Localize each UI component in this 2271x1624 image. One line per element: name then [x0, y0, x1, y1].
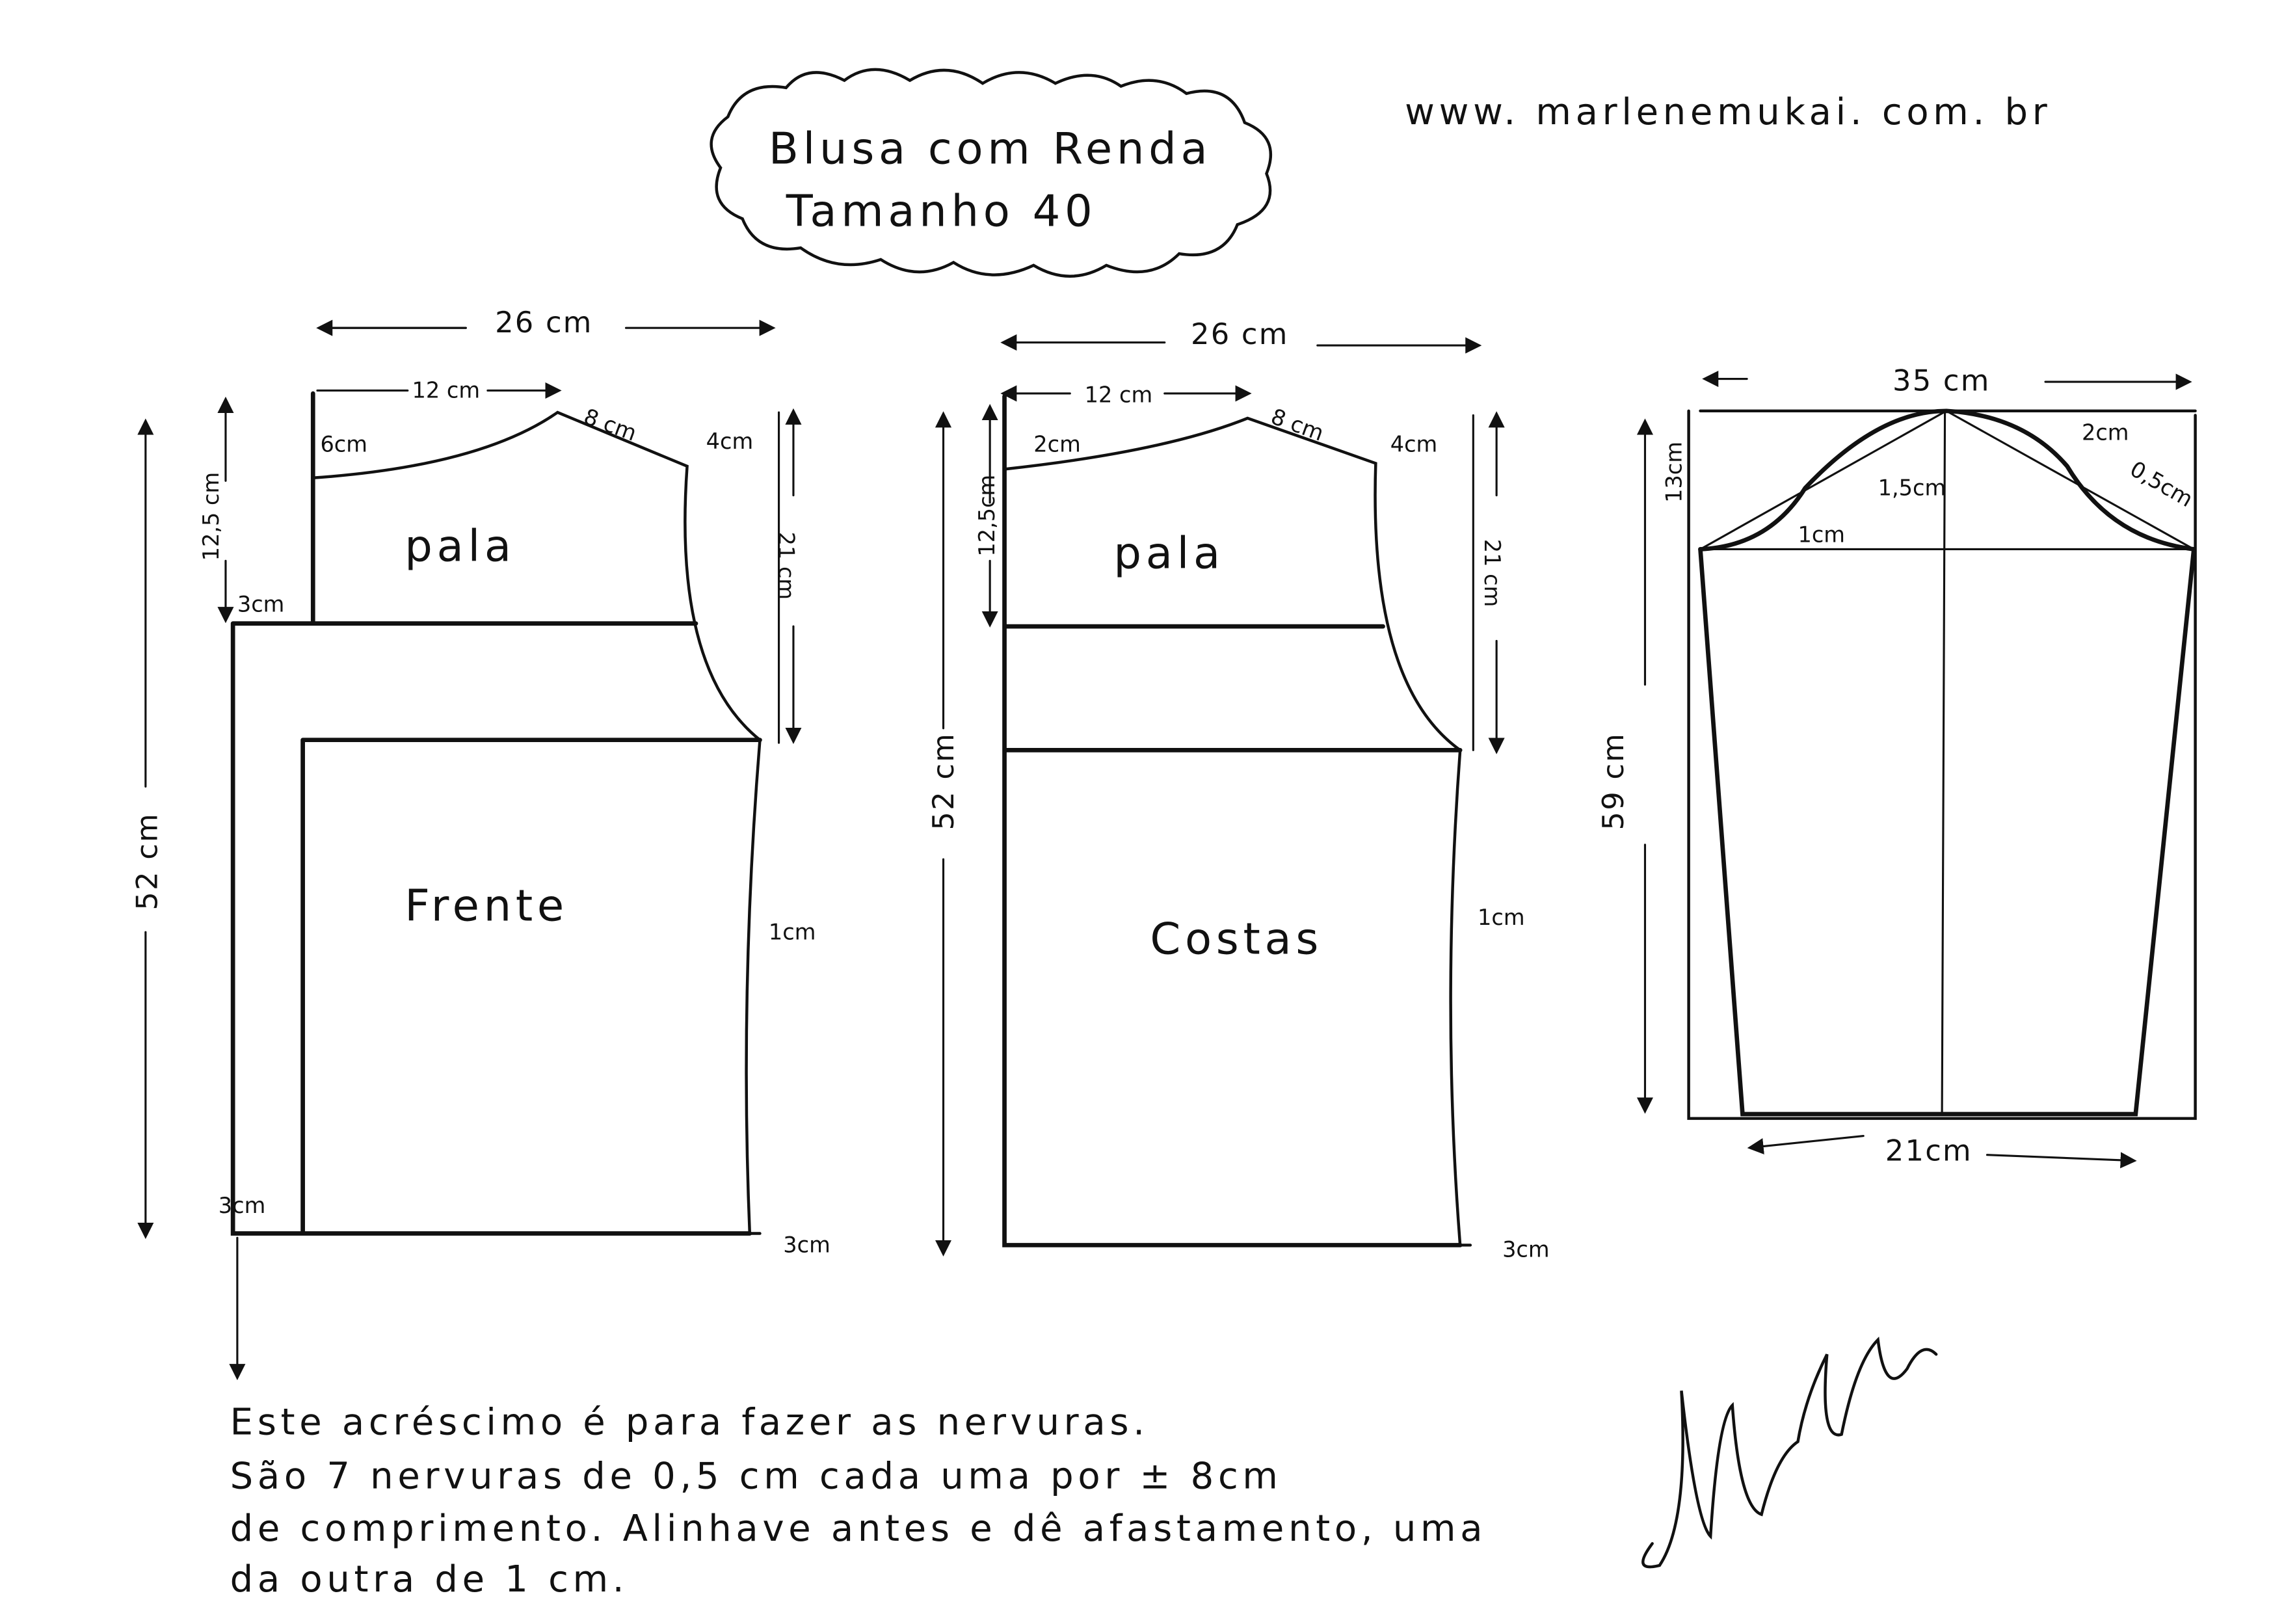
sleeve-offset-b: 1cm	[1798, 522, 1846, 547]
front-neck-width: 12 cm	[412, 378, 480, 403]
front-pattern: 26 cm 12 cm 8 cm 6cm 4cm 21 cm 12,5 cm 5…	[130, 305, 830, 1381]
front-length: 52 cm	[130, 812, 165, 911]
back-side-in: 1cm	[1478, 905, 1525, 930]
sleeve-offset-a: 1,5cm	[1878, 475, 1946, 501]
sleeve-offset-d: 0,5cm	[2126, 456, 2198, 512]
front-shoulder: 8 cm	[581, 404, 640, 446]
front-extra-top: 3cm	[237, 592, 285, 617]
front-width: 26 cm	[495, 305, 593, 339]
front-hem-out: 3cm	[783, 1232, 830, 1258]
signature	[1641, 1337, 1938, 1569]
website: www. marlenemukai. com. br	[1405, 91, 2051, 133]
front-extra-bottom: 3cm	[219, 1193, 266, 1218]
sleeve-offset-c: 2cm	[2082, 420, 2129, 446]
pleats-note: Este acréscimo é para fazer as nervuras.…	[230, 1401, 1487, 1601]
back-neck-depth: 2cm	[1033, 431, 1081, 457]
back-hem-out: 3cm	[1502, 1236, 1550, 1262]
back-length: 52 cm	[926, 732, 961, 831]
back-pattern: 26 cm 12 cm 8 cm 2cm 4cm 21 cm 12,5cm 52…	[926, 317, 1549, 1262]
note-line1: Este acréscimo é para fazer as nervuras.	[230, 1401, 1149, 1443]
front-neck-depth: 6cm	[320, 431, 367, 457]
front-side-in: 1cm	[769, 919, 816, 944]
back-yoke-height: 12,5cm	[974, 475, 1000, 557]
front-armhole-depth: 21 cm	[774, 532, 799, 600]
note-line2: São 7 nervuras de 0,5 cm cada uma por ± …	[230, 1455, 1282, 1497]
back-yoke-label: pala	[1113, 528, 1224, 579]
sleeve-width: 35 cm	[1892, 363, 1991, 397]
front-label: Frente	[405, 880, 568, 931]
back-armhole-depth: 21 cm	[1480, 539, 1505, 607]
front-shoulder-drop: 4cm	[706, 429, 754, 454]
sleeve-cap-height: 13cm	[1661, 442, 1686, 503]
front-yoke-label: pala	[405, 520, 515, 571]
back-shoulder-drop: 4cm	[1390, 431, 1438, 457]
note-line4: da outra de 1 cm.	[230, 1558, 629, 1601]
sleeve-length: 59 cm	[1596, 732, 1630, 831]
back-width: 26 cm	[1191, 317, 1289, 351]
back-neck-width: 12 cm	[1085, 382, 1153, 407]
front-yoke-height: 12,5 cm	[198, 472, 224, 561]
back-shoulder: 8 cm	[1268, 404, 1327, 446]
back-label: Costas	[1150, 914, 1323, 965]
sleeve-pattern: 35 cm 13cm 59 cm 21cm 1,5cm 1cm 2cm 0,5c…	[1596, 363, 2198, 1169]
title-line2: Tamanho 40	[786, 186, 1097, 237]
sleeve-hem-width: 21cm	[1885, 1134, 1972, 1168]
title-line1: Blusa com Renda	[769, 123, 1212, 174]
note-line3: de comprimento. Alinhave antes e dê afas…	[230, 1508, 1487, 1550]
title-cloud: Blusa com Renda Tamanho 40	[710, 68, 1273, 278]
